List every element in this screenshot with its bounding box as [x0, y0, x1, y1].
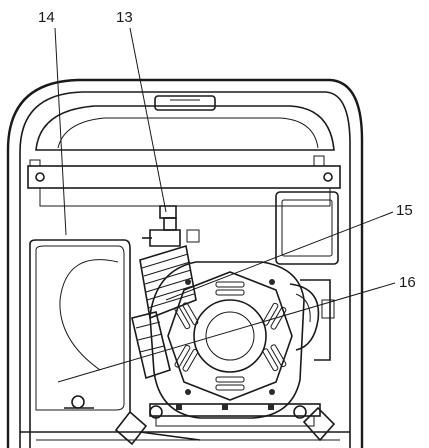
- leader-line-13: [129, 27, 167, 213]
- side-panel: [29, 239, 131, 448]
- left-mount-foot: [114, 410, 148, 446]
- callout-16-label: 16: [399, 274, 416, 291]
- callout-15-label: 15: [396, 202, 413, 219]
- fuel-valve: [142, 205, 200, 247]
- engine-base: [64, 395, 336, 446]
- leader-line-16: [57, 282, 396, 383]
- leader-lines: [54, 27, 396, 383]
- fuel-tank: [35, 95, 335, 151]
- leader-line-15: [165, 211, 394, 301]
- callout-14-label: 14: [38, 9, 55, 26]
- vent-slots: [174, 281, 287, 391]
- bottom-rail: [20, 431, 350, 441]
- cylinder-fins: [131, 244, 197, 380]
- leader-line-14: [54, 27, 67, 236]
- callout-13-label: 13: [116, 9, 133, 26]
- fuel-cap: [154, 95, 216, 111]
- engine-housing: [149, 261, 305, 419]
- exhaust-pipe: [289, 283, 320, 351]
- recoil-starter-cover: [167, 271, 293, 401]
- tank-crossbar: [27, 155, 341, 207]
- control-box: [275, 191, 339, 361]
- tube-frame: [6, 78, 364, 448]
- right-mount-foot: [302, 406, 336, 442]
